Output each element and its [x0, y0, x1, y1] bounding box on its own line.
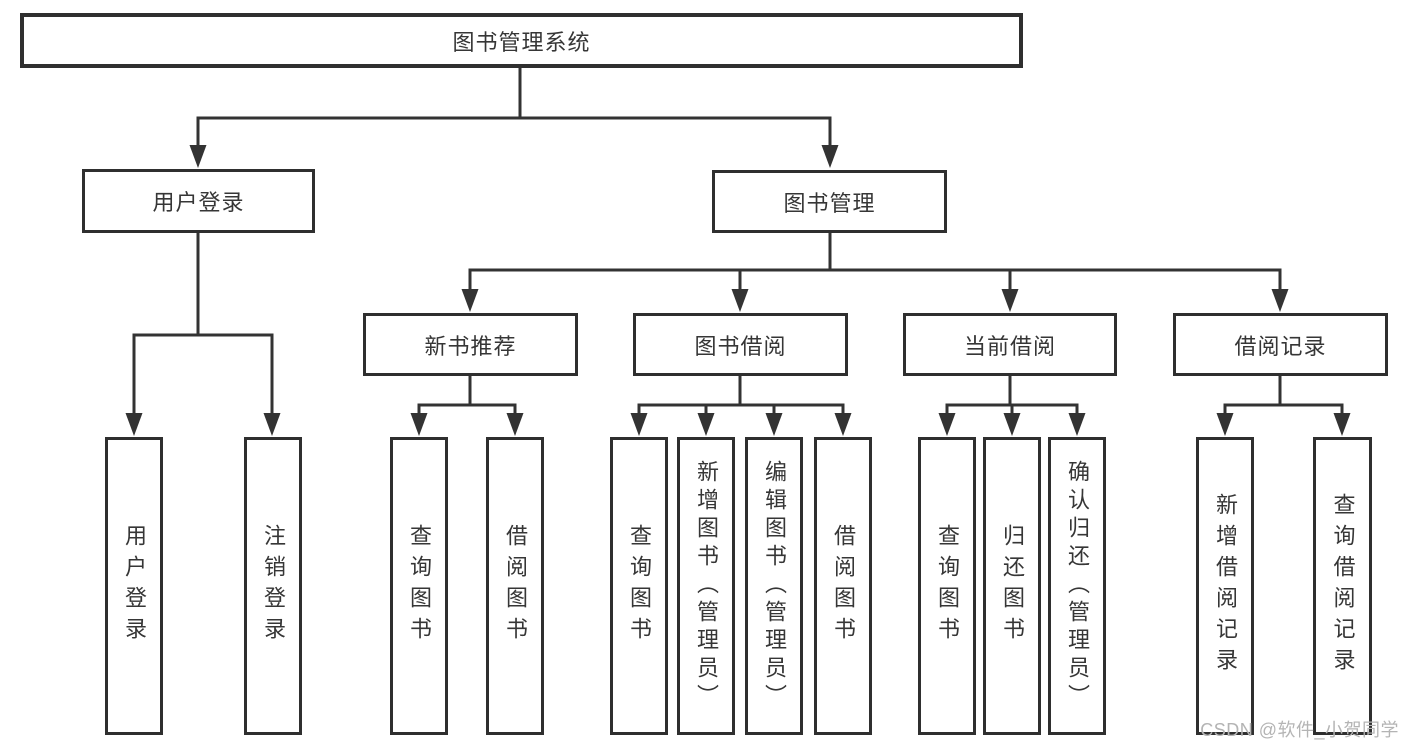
node-new-book-recommendation: 新书推荐 [363, 313, 578, 376]
leaf-query-books-borrowing: 查询图书 [610, 437, 668, 735]
leaf-query-books-current: 查询图书 [918, 437, 976, 735]
leaf-logout-label: 注销登录 [261, 524, 286, 648]
leaf-add-book-admin: 新增图书（管理员） [677, 437, 735, 735]
leaf-query-books-recommend-label: 查询图书 [407, 524, 432, 648]
leaf-return-book: 归还图书 [983, 437, 1041, 735]
leaf-query-borrow-record-label: 查询借阅记录 [1330, 493, 1356, 679]
node-current-borrowing: 当前借阅 [903, 313, 1117, 376]
arrowheads [125, 145, 1351, 436]
leaf-query-books-current-label: 查询图书 [935, 524, 960, 648]
leaf-confirm-return-admin-label: 确认归还（管理员） [1065, 460, 1090, 712]
node-borrowing-records: 借阅记录 [1173, 313, 1388, 376]
leaf-logout: 注销登录 [244, 437, 302, 735]
leaf-add-borrow-record: 新增借阅记录 [1196, 437, 1254, 735]
node-book-management-module: 图书管理 [712, 170, 947, 233]
leaf-edit-book-admin: 编辑图书（管理员） [745, 437, 803, 735]
leaf-user-login: 用户登录 [105, 437, 163, 735]
leaf-query-borrow-record: 查询借阅记录 [1313, 437, 1372, 735]
leaf-borrow-books-borrowing-label: 借阅图书 [831, 524, 856, 648]
leaf-return-book-label: 归还图书 [1000, 524, 1025, 648]
leaf-borrow-books-recommend: 借阅图书 [486, 437, 544, 735]
leaf-borrow-books-borrowing: 借阅图书 [814, 437, 872, 735]
node-user-login-module: 用户登录 [82, 169, 315, 233]
csdn-watermark: CSDN @软件_小贺同学 [1200, 720, 1399, 740]
leaf-add-book-admin-label: 新增图书（管理员） [694, 460, 719, 712]
leaf-confirm-return-admin: 确认归还（管理员） [1048, 437, 1106, 735]
node-library-management-system: 图书管理系统 [20, 13, 1023, 68]
leaf-query-books-recommend: 查询图书 [390, 437, 448, 735]
leaf-borrow-books-recommend-label: 借阅图书 [503, 524, 528, 648]
leaf-user-login-label: 用户登录 [122, 524, 147, 648]
leaf-add-borrow-record-label: 新增借阅记录 [1213, 493, 1238, 679]
leaf-query-books-borrowing-label: 查询图书 [627, 524, 652, 648]
node-book-borrowing: 图书借阅 [633, 313, 848, 376]
leaf-edit-book-admin-label: 编辑图书（管理员） [762, 460, 787, 712]
